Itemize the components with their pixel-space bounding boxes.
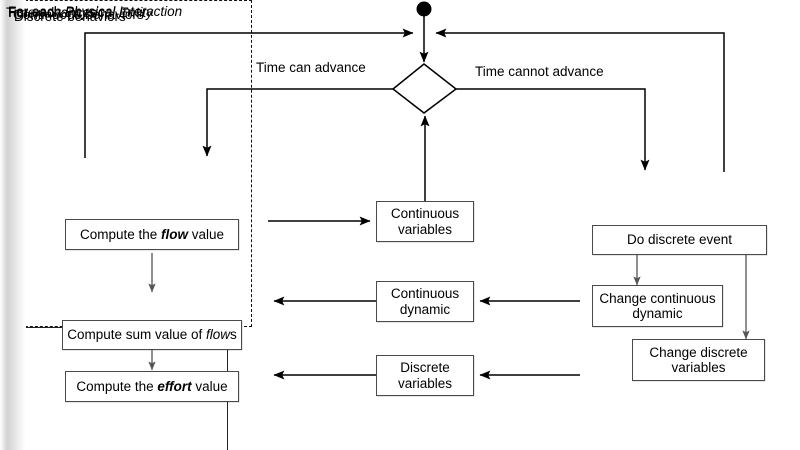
region-discrete-behaviors-label: Discrete behaviors — [14, 9, 126, 24]
compute-effort-em: effort — [157, 378, 192, 394]
compute-flow-post: value — [188, 226, 225, 242]
decision-diamond-shape — [391, 63, 458, 114]
entity-loop-type-text: Physical Entity — [65, 5, 153, 20]
action-change-continuous-dynamic-label: Change continuous dynamic — [599, 290, 716, 321]
compute-effort-post: value — [191, 378, 228, 394]
action-change-discrete-variables[interactable]: Change discrete variables — [632, 339, 765, 381]
loop-prefix-text: For each — [8, 4, 66, 19]
object-continuous-variables[interactable]: Continuous variables — [376, 201, 474, 242]
region-time-advances[interactable]: Time advances — [0, 0, 252, 327]
region-for-each-physical-entity-label: For each Physical Entity — [8, 5, 153, 20]
action-compute-flow[interactable]: Compute the flow value — [65, 219, 239, 250]
flow-time-cannot-advance — [456, 88, 650, 171]
action-change-discrete-variables-label: Change discrete variables — [649, 344, 748, 375]
action-change-continuous-dynamic[interactable]: Change continuous dynamic — [592, 285, 723, 327]
sum-flows-pre: Compute sum value of — [67, 327, 207, 343]
object-continuous-variables-label: Continuous variables — [390, 206, 460, 237]
object-discrete-variables[interactable]: Discrete variables — [376, 355, 474, 396]
compute-effort-pre: Compute the — [76, 378, 158, 394]
object-discrete-variables-label: Discrete variables — [397, 360, 453, 391]
compute-flow-em: flow — [161, 226, 188, 242]
action-compute-effort-text: Compute the effort value — [76, 379, 227, 394]
object-continuous-dynamic[interactable]: Continuous dynamic — [376, 281, 474, 322]
loop-type-text: Physical Interaction — [65, 4, 183, 19]
flow-discrete-return-to-merge — [435, 28, 725, 172]
action-do-discrete-event[interactable]: Do discrete event — [592, 225, 767, 255]
entity-loop-prefix-text: For each — [8, 5, 66, 20]
action-compute-sum-flows[interactable]: Compute sum value of flows — [62, 320, 242, 350]
region-for-each-physical-interaction-label: For each Physical Interaction — [8, 4, 182, 19]
action-compute-flow-text: Compute the flow value — [80, 227, 224, 242]
edge-label-time-cannot-advance: Time cannot advance — [472, 64, 607, 79]
sum-flows-em: flow — [206, 327, 231, 343]
region-continuous-behaviors-label: Continuous behaviors — [13, 7, 144, 22]
edge-label-time-can-advance: Time can advance — [253, 60, 369, 75]
initial-node-circle — [416, 1, 432, 17]
region-time-advances-label: Time advances — [6, 5, 98, 20]
action-do-discrete-event-label: Do discrete event — [626, 232, 733, 248]
action-compute-effort[interactable]: Compute the effort value — [65, 371, 239, 402]
object-continuous-dynamic-label: Continuous dynamic — [390, 286, 460, 317]
action-compute-sum-flows-text: Compute sum value of flows — [67, 327, 237, 342]
sum-flows-post: s — [230, 327, 237, 343]
compute-flow-pre: Compute the — [79, 226, 161, 242]
